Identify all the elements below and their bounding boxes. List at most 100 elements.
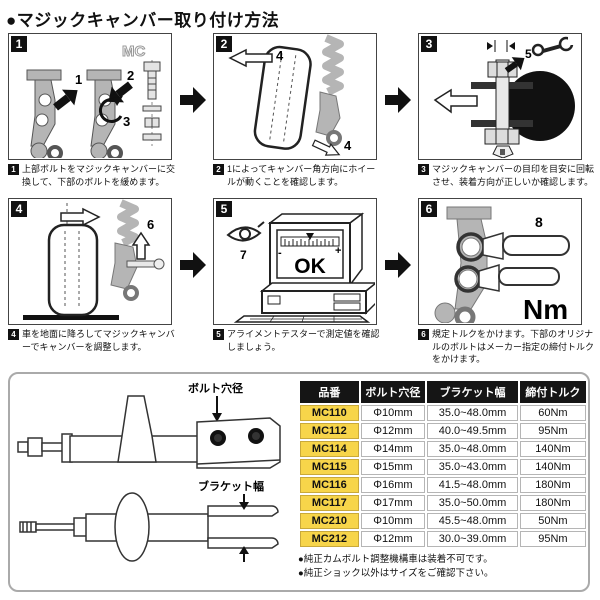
part-number-cell: MC112 [300, 423, 359, 439]
spec-section: ボルト穴径 ブラケット幅 [8, 372, 590, 592]
part-number-cell: MC212 [300, 531, 359, 547]
bolt-hole-cell: Φ12mm [360, 423, 426, 439]
bolt-hole-label: ボルト穴径 [188, 381, 243, 395]
spec-table: 品番 ボルト穴径 ブラケット幅 締付トルク MC110 Φ10mm 35.0~4… [298, 379, 588, 549]
torque-cell: 95Nm [519, 423, 586, 439]
col-torque: 締付トルク [519, 381, 586, 403]
step-panel-6: 6 8 Nm [418, 198, 582, 328]
caption-number-badge: 5 [213, 329, 224, 340]
step-caption-5: 5 アライメントテスターで測定値を確認しましょう。 [213, 328, 383, 353]
footnote-line: ●純正ショック以外はサイズをご確認下さい。 [298, 567, 494, 579]
step5-illustration: 7 - + OK [226, 212, 379, 323]
footnotes: ●純正カムボルト調整機構車は装着不可です。 ●純正ショック以外はサイズをご確認下… [298, 553, 588, 581]
flow-arrow-right-icon [385, 87, 411, 113]
step-caption-2: 2 1によってキャンバー角方向にホイールが動くことを確認します。 [213, 163, 383, 188]
step1-illustration: MC 1 2 [26, 43, 162, 161]
torque-cell: 50Nm [519, 513, 586, 529]
caption-number-badge: 3 [418, 164, 429, 175]
caption-text: 車を地面に降ろしてマジックキャンバーでキャンバーを調整します。 [22, 329, 175, 352]
table-row: MC116 Φ16mm 41.5~48.0mm 180Nm [300, 477, 586, 493]
arrow-label-5: 5 [525, 47, 532, 61]
part-number-cell: MC110 [300, 405, 359, 421]
bolt-hole-cell: Φ16mm [360, 477, 426, 493]
part-number-cell: MC114 [300, 441, 359, 457]
caption-number-badge: 6 [418, 329, 429, 340]
caption-text: 規定トルクをかけます。下部のオリジナルのボルトはメーカー指定の締付トルクをかけま… [432, 329, 595, 365]
bolt-hole-cell: Φ12mm [360, 531, 426, 547]
torque-cell: 95Nm [519, 531, 586, 547]
page-title: ●マジックキャンバー取り付け方法 [6, 11, 280, 30]
caption-text: アライメントテスターで測定値を確認しましょう。 [227, 329, 380, 352]
torque-cell: 140Nm [519, 441, 586, 457]
step-panel-1: 1 MC 1 2 [8, 33, 172, 161]
table-row: MC212 Φ12mm 30.0~39.0mm 95Nm [300, 531, 586, 547]
step-number-badge: 2 [216, 36, 232, 52]
footnote-line: ●純正カムボルト調整機構車は装着不可です。 [298, 554, 493, 565]
table-header-row: 品番 ボルト穴径 ブラケット幅 締付トルク [300, 381, 586, 403]
flow-arrow-right-icon [180, 252, 206, 278]
flow-arrow-right-icon [385, 252, 411, 278]
caption-text: マジックキャンバーの目印を目安に回転させ、装着方向が正しいか確認します。 [432, 164, 595, 187]
arrow-label-6: 6 [147, 217, 154, 232]
flow-arrow-right-icon [180, 87, 206, 113]
bracket-width-cell: 35.0~43.0mm [427, 459, 518, 475]
step-panel-2: 2 4 4 [213, 33, 377, 160]
torque-cell: 180Nm [519, 477, 586, 493]
bracket-width-cell: 40.0~49.5mm [427, 423, 518, 439]
bolt-hole-cell: Φ14mm [360, 441, 426, 457]
arrow-label-7: 7 [240, 248, 247, 262]
caption-number-badge: 1 [8, 164, 19, 175]
table-row: MC115 Φ15mm 35.0~43.0mm 140Nm [300, 459, 586, 475]
bracket-width-cell: 41.5~48.0mm [427, 477, 518, 493]
part-number-cell: MC117 [300, 495, 359, 511]
step-caption-6: 6 規定トルクをかけます。下部のオリジナルのボルトはメーカー指定の締付トルクをか… [418, 328, 594, 366]
step-number-badge: 4 [11, 201, 27, 217]
part-number-cell: MC210 [300, 513, 359, 529]
table-row: MC117 Φ17mm 35.0~50.0mm 180Nm [300, 495, 586, 511]
nm-unit: Nm [523, 294, 568, 323]
step-caption-3: 3 マジックキャンバーの目印を目安に回転させ、装着方向が正しいか確認します。 [418, 163, 594, 188]
bolt-hole-cell: Φ15mm [360, 459, 426, 475]
strut-diagrams: ボルト穴径 ブラケット幅 [17, 381, 281, 562]
bracket-width-cell: 45.5~48.0mm [427, 513, 518, 529]
spec-table-area: 品番 ボルト穴径 ブラケット幅 締付トルク MC110 Φ10mm 35.0~4… [298, 379, 588, 581]
caption-number-badge: 4 [8, 329, 19, 340]
step-number-badge: 1 [11, 36, 27, 52]
gauge-plus: + [335, 245, 341, 257]
bracket-width-cell: 30.0~39.0mm [427, 531, 518, 547]
table-row: MC110 Φ10mm 35.0~48.0mm 60Nm [300, 405, 586, 421]
bolt-hole-cell: Φ10mm [360, 513, 426, 529]
bolt-hole-cell: Φ10mm [360, 405, 426, 421]
torque-cell: 180Nm [519, 495, 586, 511]
table-row: MC210 Φ10mm 45.5~48.0mm 50Nm [300, 513, 586, 529]
part-number-cell: MC115 [300, 459, 359, 475]
step-caption-1: 1 上部ボルトをマジックキャンバーに交換して、下部のボルトを緩めます。 [8, 163, 178, 188]
ok-readout: OK [294, 255, 326, 278]
table-row: MC112 Φ12mm 40.0~49.5mm 95Nm [300, 423, 586, 439]
step-panel-4: 4 6 [8, 198, 172, 325]
step-panel-5: 5 7 - + OK [213, 198, 379, 325]
arrow-label-1: 1 [75, 72, 82, 87]
arrow-label-4a: 4 [276, 48, 284, 63]
caption-number-badge: 2 [213, 164, 224, 175]
bracket-width-label: ブラケット幅 [198, 479, 264, 493]
arrow-label-2: 2 [127, 68, 134, 83]
part-number-cell: MC116 [300, 477, 359, 493]
bracket-width-cell: 35.0~50.0mm [427, 495, 518, 511]
caption-text: 上部ボルトをマジックキャンバーに交換して、下部のボルトを緩めます。 [22, 164, 176, 187]
table-row: MC114 Φ14mm 35.0~48.0mm 140Nm [300, 441, 586, 457]
bracket-width-cell: 35.0~48.0mm [427, 441, 518, 457]
step-number-badge: 5 [216, 201, 232, 217]
step6-illustration: 8 Nm [434, 206, 570, 328]
torque-cell: 60Nm [519, 405, 586, 421]
bolt-hole-cell: Φ17mm [360, 495, 426, 511]
step4-illustration: 6 [23, 199, 165, 320]
caption-text: 1によってキャンバー角方向にホイールが動くことを確認します。 [227, 164, 376, 187]
step-caption-4: 4 車を地面に降ろしてマジックキャンバーでキャンバーを調整します。 [8, 328, 178, 353]
col-bracket-width: ブラケット幅 [427, 381, 518, 403]
step-number-badge: 6 [421, 201, 437, 217]
bracket-width-cell: 35.0~48.0mm [427, 405, 518, 421]
col-part-number: 品番 [300, 381, 359, 403]
col-bolt-hole: ボルト穴径 [360, 381, 426, 403]
